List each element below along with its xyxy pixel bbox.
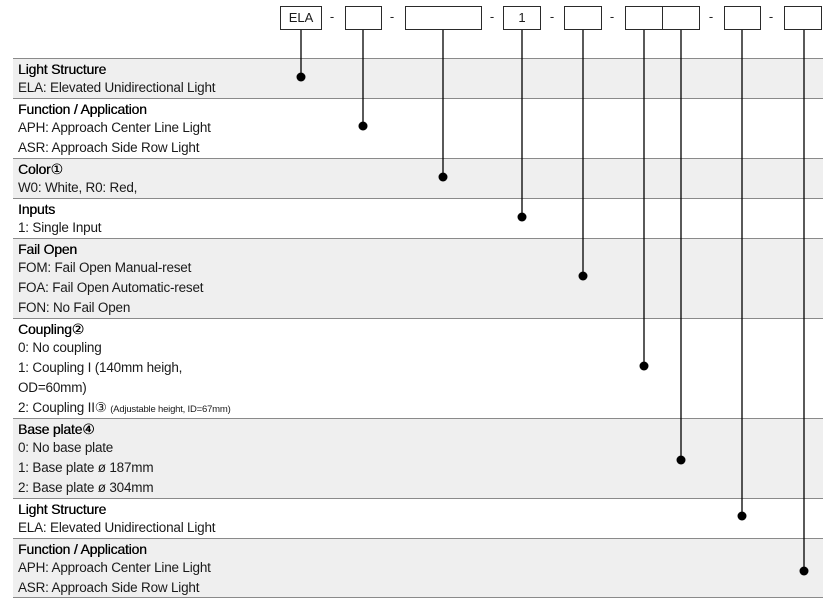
row-item: 1: Base plate ø 187mm: [18, 460, 154, 475]
option-row-base-plate: Base plate④ 0: No base plate 1: Base pla…: [13, 418, 823, 498]
row-item: 2: Base plate ø 304mm: [18, 480, 154, 495]
code-box-9: [784, 6, 822, 30]
row-item: FON: No Fail Open: [18, 300, 131, 315]
row-item: ELA: Elevated Unidirectional Light: [18, 80, 216, 95]
option-row-coupling: Coupling② 0: No coupling 1: Coupling I (…: [13, 318, 823, 418]
row-item: ASR: Approach Side Row Light: [18, 140, 200, 155]
option-row-light-structure: Light Structure ELA: Elevated Unidirecti…: [13, 58, 823, 98]
code-box-6: [625, 6, 663, 30]
code-dash: -: [549, 9, 555, 24]
option-row-light-structure-2: Light Structure ELA: Elevated Unidirecti…: [13, 498, 823, 538]
row-title: Light Structure: [18, 501, 107, 517]
code-box-1: ELA: [280, 6, 322, 30]
row-title: Function / Application: [18, 101, 147, 117]
row-item: OD=60mm): [18, 380, 87, 395]
code-box-4: 1: [503, 6, 541, 30]
option-row-inputs: Inputs 1: Single Input: [13, 198, 823, 238]
row-title: Base plate④: [18, 421, 95, 437]
row-item: ASR: Approach Side Row Light: [18, 580, 200, 595]
row-item: W0: White, R0: Red,: [18, 180, 138, 195]
code-box-7: [662, 6, 700, 30]
row-item: APH: Approach Center Line Light: [18, 560, 211, 575]
option-row-color: Color① W0: White, R0: Red,: [13, 158, 823, 198]
row-title: Light Structure: [18, 61, 107, 77]
code-dash: -: [489, 9, 495, 24]
code-box-5: [564, 6, 602, 30]
code-box-2: [345, 6, 382, 30]
row-title: Function / Application: [18, 541, 147, 557]
row-item: 2: Coupling II③ (Adjustable height, ID=6…: [18, 398, 231, 418]
code-dash: -: [708, 9, 714, 24]
row-item-note: (Adjustable height, ID=67mm): [110, 404, 231, 415]
row-item: APH: Approach Center Line Light: [18, 120, 211, 135]
option-row-function-application: Function / Application APH: Approach Cen…: [13, 98, 823, 158]
row-item: 1: Single Input: [18, 220, 102, 235]
row-item: FOM: Fail Open Manual-reset: [18, 260, 192, 275]
row-item: ELA: Elevated Unidirectional Light: [18, 520, 216, 535]
row-title: Coupling②: [18, 321, 85, 337]
row-item: 1: Coupling I (140mm heigh,: [18, 360, 183, 375]
row-item-text: 2: Coupling II③: [18, 400, 107, 415]
option-row-function-application-2: Function / Application APH: Approach Cen…: [13, 538, 823, 598]
row-title: Color①: [18, 161, 63, 177]
row-title: Inputs: [18, 201, 55, 217]
code-dash: -: [389, 9, 395, 24]
option-row-fail-open: Fail Open FOM: Fail Open Manual-reset FO…: [13, 238, 823, 318]
code-dash: -: [329, 9, 335, 24]
row-item: 0: No coupling: [18, 340, 102, 355]
row-title: Fail Open: [18, 241, 77, 257]
row-item: FOA: Fail Open Automatic-reset: [18, 280, 204, 295]
row-item: 0: No base plate: [18, 440, 114, 455]
code-dash: -: [609, 9, 615, 24]
code-box-8: [724, 6, 761, 30]
code-dash: -: [768, 9, 774, 24]
code-box-3: [405, 6, 482, 30]
